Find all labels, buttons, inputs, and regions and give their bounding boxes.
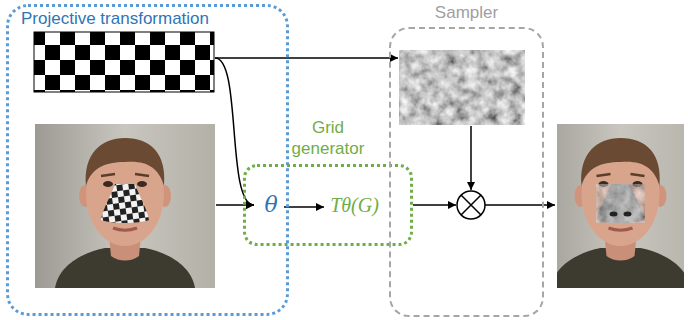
symbol-node: Tθ(G)	[326, 191, 383, 223]
box-heading: Projective transformation	[21, 9, 209, 29]
module-box: Grid generatorθTθ(G)	[243, 164, 413, 246]
module-box: Sampler	[389, 27, 544, 317]
symbol-label: Tθ(G)	[330, 191, 379, 219]
region-box: Projective transformation	[6, 4, 289, 316]
box-heading: Grid generator	[278, 117, 378, 159]
box-heading: Sampler	[391, 3, 542, 23]
arrow-connector	[284, 206, 324, 208]
symbol-label: θ	[264, 191, 277, 219]
symbol-node: θ	[260, 191, 282, 223]
